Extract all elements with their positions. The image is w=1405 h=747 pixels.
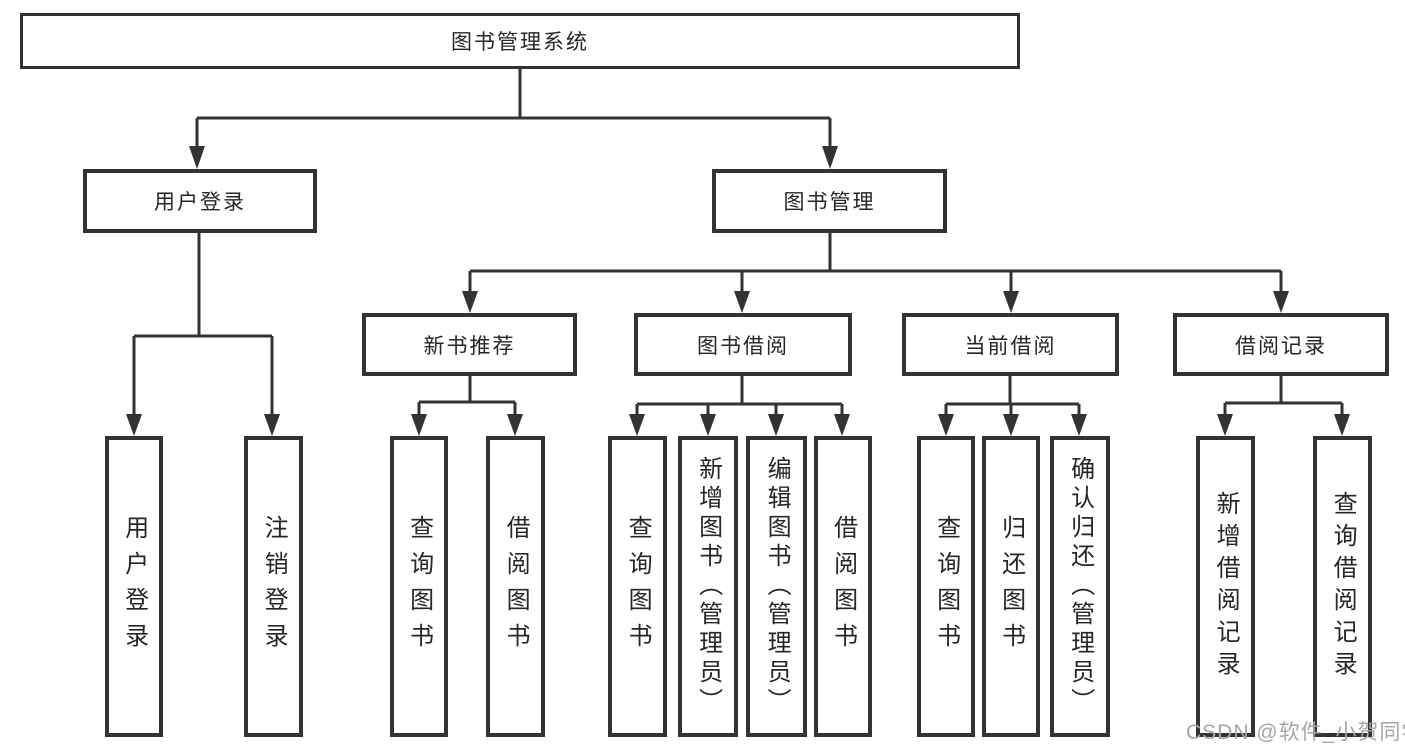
node-leaf-user-login: 用户登录	[105, 436, 163, 737]
node-new-book-recommend: 新书推荐	[362, 313, 577, 376]
node-nbr-query-books: 查询图书	[390, 436, 448, 737]
node-cb-confirm-return-admin-label: 确认归还（管理员）	[1066, 456, 1094, 717]
node-bb-edit-books-admin-label: 编辑图书（管理员）	[763, 456, 791, 717]
node-bb-add-books-admin-label: 新增图书（管理员）	[694, 456, 722, 717]
node-root-label: 图书管理系统	[451, 31, 589, 54]
csdn-watermark: CSDN @软件_小贺同学	[1186, 721, 1405, 744]
node-bb-add-books-admin: 新增图书（管理员）	[678, 436, 738, 737]
node-leaf-logout: 注销登录	[244, 436, 303, 737]
node-cb-query-books: 查询图书	[917, 436, 975, 737]
node-cb-return-books-label: 归还图书	[997, 514, 1025, 659]
node-bb-borrow-books: 借阅图书	[814, 436, 872, 737]
node-book-management-label: 图书管理	[783, 191, 876, 214]
node-br-query-record: 查询借阅记录	[1313, 436, 1372, 737]
node-borrowing-records: 借阅记录	[1173, 313, 1389, 376]
node-leaf-logout-label: 注销登录	[260, 514, 288, 659]
node-nbr-borrow-books: 借阅图书	[486, 436, 545, 737]
node-br-add-record-label: 新增借阅记录	[1212, 490, 1240, 683]
node-borrowing-records-label: 借阅记录	[1235, 334, 1327, 358]
node-nbr-borrow-books-label: 借阅图书	[502, 514, 530, 659]
node-leaf-user-login-label: 用户登录	[120, 514, 148, 659]
node-br-query-record-label: 查询借阅记录	[1329, 490, 1357, 683]
node-current-borrowing-label: 当前借阅	[964, 334, 1057, 358]
node-current-borrowing: 当前借阅	[902, 313, 1119, 376]
node-book-borrowing-label: 图书借阅	[697, 334, 789, 358]
node-bb-edit-books-admin: 编辑图书（管理员）	[746, 436, 807, 737]
node-user-login: 用户登录	[83, 169, 317, 233]
node-bb-borrow-books-label: 借阅图书	[829, 514, 857, 659]
node-br-add-record: 新增借阅记录	[1196, 436, 1255, 737]
node-book-borrowing: 图书借阅	[634, 313, 852, 376]
node-nbr-query-books-label: 查询图书	[405, 514, 433, 659]
node-new-book-recommend-label: 新书推荐	[423, 334, 516, 358]
node-root: 图书管理系统	[20, 13, 1020, 69]
node-cb-return-books: 归还图书	[982, 436, 1040, 737]
node-user-login-label: 用户登录	[154, 191, 246, 214]
node-cb-confirm-return-admin: 确认归还（管理员）	[1050, 436, 1110, 737]
node-cb-query-books-label: 查询图书	[932, 514, 960, 659]
node-book-management: 图书管理	[712, 169, 947, 233]
node-bb-query-books: 查询图书	[608, 436, 667, 737]
node-bb-query-books-label: 查询图书	[624, 514, 652, 659]
